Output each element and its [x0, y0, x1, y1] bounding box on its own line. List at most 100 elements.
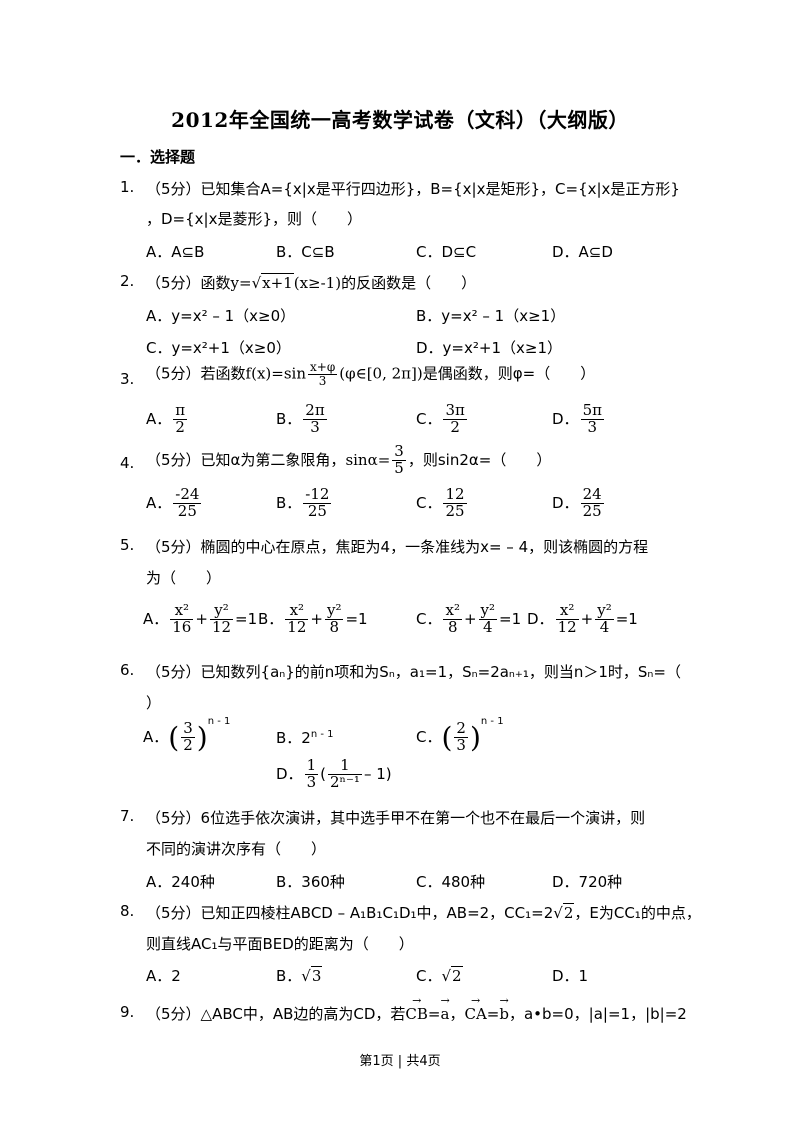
q3-option-b-label: B． [276, 409, 302, 428]
q2-option-b: B．y=x² – 1（x≥1） [416, 307, 566, 325]
q2-stem-pre: （5分）函数 [146, 274, 231, 292]
q3-option-d-num: 5π [580, 401, 604, 420]
q5-option-a-n1: x² [170, 602, 194, 620]
q3-option-c-den: 2 [450, 417, 460, 436]
q8-number: 8. [120, 902, 135, 920]
q9-eq1: = [427, 1005, 441, 1023]
q8-option-b: B．√3 [276, 965, 323, 986]
q3-option-d-den: 3 [587, 417, 598, 436]
q2-option-c: C．y=x²+1（x≥0） [146, 339, 291, 357]
q8-option-c-label: C． [416, 967, 442, 985]
q1-number: 1. [120, 178, 135, 196]
q4-option-b-den: 25 [307, 501, 327, 520]
q6-option-c-lparen: ( [441, 721, 453, 754]
q5-option-a-eq: =1 [235, 609, 258, 628]
q6-option-b-exp: n - 1 [310, 729, 334, 740]
q3-option-b-num: 2π [303, 401, 327, 420]
q3-option-c-label: C． [416, 409, 442, 428]
q9-vector-ca: CA [464, 994, 487, 1023]
q8-stem-line2: 则直线AC₁与平面BED的距离为（ ） [146, 935, 414, 953]
q4-option-c-den: 25 [445, 501, 465, 520]
q9-number: 9. [120, 1003, 135, 1021]
q8-radicand: 2 [562, 903, 575, 922]
q9-stem-pre: （5分）△ABC中，AB边的高为CD，若 [146, 1005, 406, 1023]
q6-option-d-num: 1 [304, 756, 319, 775]
q2-option-a: A．y=x² – 1（x≥0） [146, 307, 296, 325]
q5-option-c-plus: + [463, 609, 477, 628]
q4-option-a-label: A． [146, 493, 172, 512]
q8-option-b-radicand: 3 [310, 966, 323, 985]
q7-option-d: D．720种 [552, 873, 623, 891]
q6-stem-line2: ） [146, 694, 162, 712]
q2-condition: (x≥-1) [293, 274, 342, 292]
q9-vector-a: a [441, 994, 450, 1023]
q5-option-b-d2: 8 [329, 617, 339, 636]
q5-option-b-plus: + [310, 609, 323, 628]
q9-sep2: ， [508, 1005, 524, 1023]
q4-stem-post: ，则sin2α=（ ） [407, 450, 552, 469]
q5-option-d-d1: 12 [557, 617, 577, 636]
q3-option-c-num: 3π [443, 401, 467, 420]
q1-stem-line1: （5分）已知集合A={x|x是平行四边形}，B={x|x是矩形}，C={x|x是… [146, 180, 680, 198]
q8-stem-line1-b: ，E为CC₁的中点， [574, 904, 701, 922]
q3-option-a-den: 2 [175, 417, 185, 436]
q1-option-b: B．C⊆B [276, 243, 335, 261]
q4-option-b-num: -12 [303, 485, 332, 504]
q4-option-d-den: 25 [582, 501, 602, 520]
q6-option-a-den: 2 [183, 736, 193, 754]
q7-stem-line2: 不同的演讲次序有（ ） [146, 840, 327, 858]
q6-option-a-exp: n - 1 [207, 716, 231, 727]
section-heading: 一．选择题 [120, 148, 196, 166]
q4-option-a-den: 25 [177, 501, 197, 520]
q4-sin: sinα= [345, 450, 391, 469]
q3-range: (φ∈[0, 2π]) [339, 364, 423, 383]
q6-stem-line1: （5分）已知数列{aₙ}的前n项和为Sₙ，a₁=1，Sₙ=2aₙ₊₁，则当n＞1… [146, 663, 681, 681]
q9-vector-cb: CB [405, 994, 428, 1023]
page-footer: 第1页 | 共4页 [359, 1054, 441, 1069]
q3-fx: f(x)=sin [245, 364, 306, 383]
q5-option-d-n2: y² [595, 601, 614, 620]
q9-norm-b: |b|=2 [645, 1005, 687, 1023]
q7-stem-line1: （5分）6位选手依次演讲，其中选手甲不在第一个也不在最后一个演讲，则 [146, 809, 646, 827]
q1-option-d: D．A⊆D [552, 243, 613, 261]
q4-option-a-num: -24 [173, 485, 202, 504]
q6-option-c-den: 3 [456, 736, 466, 754]
q4-option-d-label: D． [552, 493, 579, 512]
q4-stem-pre: （5分）已知α为第二象限角， [146, 450, 346, 469]
q5-number: 5. [120, 536, 135, 554]
q5-option-c-d1: 8 [447, 617, 458, 636]
q5-option-b-d1: 12 [287, 617, 307, 636]
q9-stem: （5分）△ABC中，AB边的高为CD，若CB=a，CA=b，a•b=0，|a|=… [146, 994, 687, 1024]
q8-stem-line1-a: （5分）已知正四棱柱ABCD – A₁B₁C₁D₁中，AB=2，CC₁=2 [146, 904, 554, 922]
q6-option-d-inner-den: 2ⁿ⁻¹ [329, 772, 360, 791]
q8-option-c-radicand: 2 [451, 966, 463, 985]
q6-option-a-label: A． [143, 728, 169, 746]
q6-option-d-den: 3 [306, 772, 317, 791]
q5-option-c-n2: y² [478, 601, 498, 620]
q6-option-c-exp: n - 1 [480, 716, 504, 727]
q3-stem-pre: （5分）若函数 [146, 364, 246, 383]
q3-option-a-label: A． [146, 409, 172, 428]
q5-option-a-d1: 16 [172, 617, 192, 636]
q8-option-c-sqrt: √2 [441, 966, 463, 985]
q3-stem-post: 是偶函数，则φ=（ ） [422, 364, 596, 383]
q5-option-b-eq: =1 [345, 609, 368, 628]
q9-sep1: ， [449, 1005, 465, 1023]
